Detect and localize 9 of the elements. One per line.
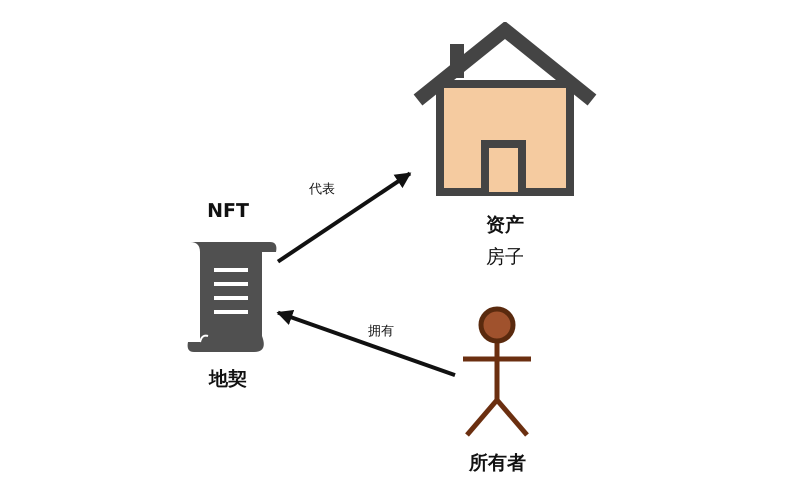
asset-label: 资产 <box>486 213 524 238</box>
edge-label: 拥有 <box>366 322 396 340</box>
edge-label: 代表 <box>307 180 337 198</box>
arrow <box>276 310 456 378</box>
owner-label: 所有者 <box>469 451 526 476</box>
nft-label: NFT <box>207 200 249 222</box>
arrow <box>276 172 412 264</box>
deed-label: 地契 <box>209 367 247 392</box>
house-label: 房子 <box>486 245 524 270</box>
